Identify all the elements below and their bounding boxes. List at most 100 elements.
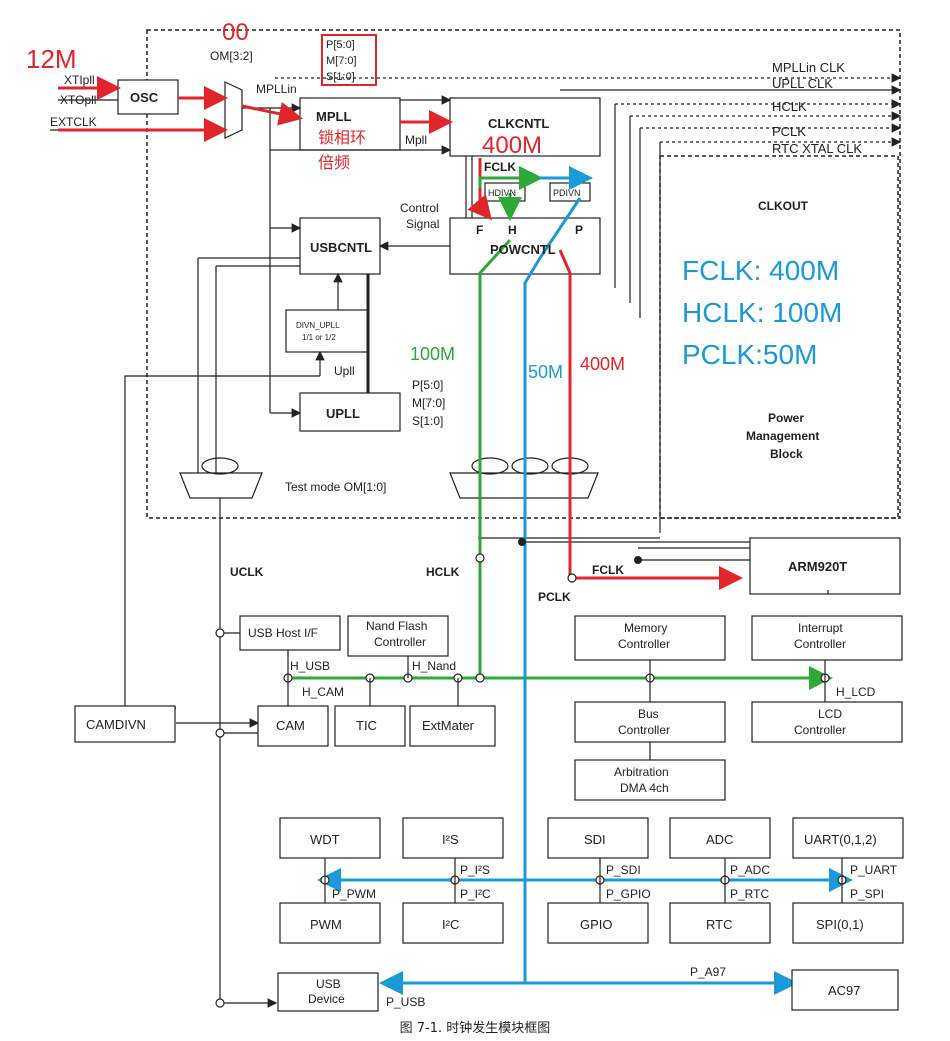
divn-upll-1: DIVN_UPLL <box>296 321 340 330</box>
diagram-frame: 12M 00 OM[3:2] XTIpll XTOpll EXTCLK OSC … <box>20 18 942 1013</box>
output-upll: UPLL CLK <box>772 76 833 91</box>
pms-highlight <box>321 34 377 86</box>
pdivn-label: PDIVN <box>553 188 581 198</box>
i2c-box <box>402 902 504 944</box>
usb-host-box <box>239 615 341 651</box>
arb-label-2: DMA 4ch <box>620 781 669 795</box>
mpll-box <box>299 97 401 151</box>
i2s-box <box>402 817 504 859</box>
i2s-label: I²S <box>442 832 459 847</box>
hclk-freq-label: 100M <box>410 344 455 364</box>
pwm-label: PWM <box>310 917 342 932</box>
pwm-box <box>279 902 381 944</box>
p-sdi-label: P_SDI <box>606 863 641 877</box>
output-hclk: HCLK <box>772 99 807 114</box>
h-cam-label: H_CAM <box>302 685 344 699</box>
summary-hclk: HCLK: 100M <box>682 297 842 328</box>
xtopll-label: XTOpll <box>60 93 96 107</box>
p-gpio-label: P_GPIO <box>606 887 651 901</box>
rtc-label: RTC <box>706 917 732 932</box>
camdivn-label: CAMDIVN <box>86 717 146 732</box>
nand-box <box>347 615 449 657</box>
upll-label: UPLL <box>326 406 360 421</box>
pms-p-top: P[5:0] <box>326 39 355 51</box>
osc-box <box>117 79 179 115</box>
mem-label-1: Memory <box>624 621 667 635</box>
summary-pclk: PCLK:50M <box>682 339 817 370</box>
h-nand-label: H_Nand <box>412 659 456 673</box>
nand-label-1: Nand Flash <box>366 619 427 633</box>
extmater-label: ExtMater <box>422 718 475 733</box>
bus-label-1: Bus <box>638 707 659 721</box>
usbcntl-label: USBCNTL <box>310 240 372 255</box>
output-mpllin: MPLLin CLK <box>772 60 845 75</box>
summary-fclk: FCLK: 400M <box>682 255 839 286</box>
pmb-label-2: Management <box>746 429 819 443</box>
lcd-controller-box <box>751 701 903 743</box>
p-i2c-label: P_I²C <box>460 887 491 901</box>
cam-label: CAM <box>276 718 305 733</box>
extclk-label: EXTCLK <box>50 115 97 129</box>
fclk-freq-label: 400M <box>580 354 625 374</box>
osc-freq-label: 12M <box>26 44 77 74</box>
pms-m-bottom: M[7:0] <box>412 396 445 410</box>
bus-label-2: Controller <box>618 723 670 737</box>
sdi-box <box>547 817 649 859</box>
figure-caption: 图 7-1. 时钟发生模块框图 <box>399 1021 551 1036</box>
pms-m-top: M[7:0] <box>326 55 357 67</box>
lcd-label-2: Controller <box>794 723 846 737</box>
uart-box <box>792 817 904 859</box>
p-pwm-label: P_PWM <box>332 887 376 901</box>
interrupt-controller-box <box>751 615 903 661</box>
fclk-bus-label: FCLK <box>592 563 624 577</box>
clkcntl-label: CLKCNTL <box>488 116 549 131</box>
powcntl-box <box>449 217 601 275</box>
p-a97-label: P_A97 <box>690 965 726 979</box>
wdt-label: WDT <box>310 832 340 847</box>
pow-f-label: F <box>476 223 483 237</box>
adc-box <box>669 817 771 859</box>
om-setting-label: 00 <box>222 19 249 46</box>
clock-diagram: 12M 00 OM[3:2] XTIpll XTOpll EXTCLK OSC … <box>26 19 904 1012</box>
extmater-box <box>409 705 496 747</box>
bus-controller-box <box>574 701 726 743</box>
h-lcd-label: H_LCD <box>836 685 876 699</box>
mpll-out-label: Mpll <box>405 133 427 147</box>
gpio-box <box>547 902 649 944</box>
upll-out-label: Upll <box>334 364 355 378</box>
divn-upll-box <box>285 309 369 353</box>
output-rtc: RTC XTAL CLK <box>772 141 862 156</box>
fclk-inner-label: FCLK <box>484 160 516 174</box>
tic-label: TIC <box>356 718 377 733</box>
wdt-box <box>279 817 381 859</box>
usb-dev-label-2: Device <box>308 992 345 1006</box>
pmb-label-3: Block <box>770 447 803 461</box>
gpio-label: GPIO <box>580 917 613 932</box>
int-label-2: Controller <box>794 637 846 651</box>
lcd-label-1: LCD <box>818 707 842 721</box>
pow-p-label: P <box>575 223 583 237</box>
mpll-label: MPLL <box>316 109 351 124</box>
om-mux <box>224 81 243 139</box>
rtc-box <box>669 902 771 944</box>
osc-label: OSC <box>130 90 159 105</box>
p-rtc-label: P_RTC <box>730 887 769 901</box>
memory-controller-box <box>574 615 726 661</box>
clkout-label: CLKOUT <box>758 199 809 213</box>
pms-s-top: S[1:0] <box>326 71 355 83</box>
i2c-label: I²C <box>442 917 459 932</box>
powcntl-label: POWCNTL <box>490 242 556 257</box>
p-usb-label: P_USB <box>386 995 425 1009</box>
pms-p-bottom: P[5:0] <box>412 378 443 392</box>
usb-dev-label-1: USB <box>316 977 341 991</box>
hclk-bus-label: HCLK <box>426 565 460 579</box>
ac97-label: AC97 <box>828 983 861 998</box>
cam-box <box>257 705 329 747</box>
output-pclk: PCLK <box>772 124 806 139</box>
xtipll-label: XTIpll <box>64 73 95 87</box>
upll-box <box>299 392 401 432</box>
spi-box <box>792 902 904 944</box>
clk-400m-label: 400M <box>482 132 542 159</box>
control-label-2: Signal <box>406 217 439 231</box>
ac97-box <box>791 969 899 1011</box>
